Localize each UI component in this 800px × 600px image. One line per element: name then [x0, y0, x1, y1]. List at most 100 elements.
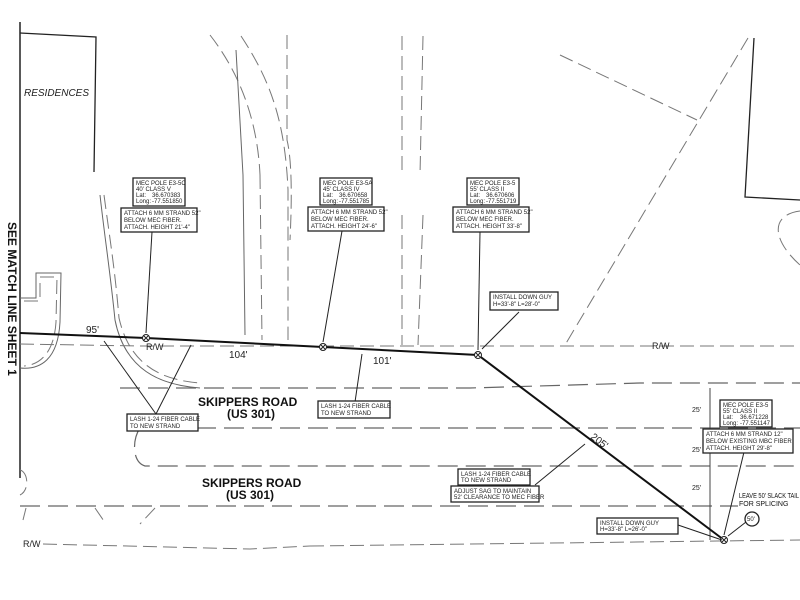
svg-text:Long:-77.551147: Long:-77.551147	[723, 421, 771, 427]
span-label-1: 95'	[86, 325, 99, 336]
down-guy-2-line-2: H=33'-8" L=26'-0"	[600, 527, 647, 533]
pole-2-long: -77.551785	[339, 199, 370, 205]
road-route-1: (US 301)	[227, 407, 275, 421]
pole-1-long-label: Long:	[136, 199, 151, 205]
span-label-2: 104'	[229, 350, 248, 361]
pole-1-lat-label: Lat:	[136, 193, 146, 199]
pole-1-attach-1: ATTACH 6 MM STRAND 52"	[124, 211, 201, 217]
pole-1-attach-3: ATTACH. HEIGHT 21'-4"	[124, 225, 190, 231]
span-label-4: 205'	[588, 432, 610, 452]
svg-text:Lat:36.670383: Lat: 36.670383	[136, 193, 181, 199]
curb-arc-dash	[103, 194, 201, 384]
pole-1-attach-2: BELOW MEC FIBER.	[124, 218, 182, 224]
residence-building	[19, 32, 97, 173]
road-name-2: SKIPPERS ROAD	[202, 476, 302, 490]
road-edge-north	[120, 382, 800, 389]
svg-text:Lat:36.671228: Lat:36.671228	[723, 415, 769, 421]
down-guy-1-line-1: INSTALL DOWN GUY	[493, 295, 552, 301]
pole-3-long-label: Long:	[470, 199, 485, 205]
offset-label-2: 25'	[692, 447, 701, 454]
sag-note-line-2: 52' CLEARANCE TO MEC FIBER	[454, 495, 545, 501]
pole-marker-1[interactable]	[142, 334, 150, 342]
pole-2-attach-box	[307, 206, 385, 232]
slack-qty-marker	[744, 511, 760, 527]
svg-text:Lat:36.670606: Lat: 36.670606	[470, 193, 515, 199]
rw-line-upper	[19, 343, 800, 347]
pole-4-long-label: Long:	[723, 421, 738, 427]
pole-2-lat: 36.670658	[339, 193, 368, 199]
pole-2-attach-3: ATTACH. HEIGHT 24'-6"	[311, 224, 377, 230]
rw-label-lower: R/W	[23, 539, 41, 549]
pole-4-lat: 36.671228	[740, 415, 769, 421]
pole-1-lat: 36.670383	[152, 193, 181, 199]
rw-label-upper-2: R/W	[652, 341, 670, 351]
drive-edge	[209, 34, 261, 176]
lash-note-2-line-2: TO NEW STRAND	[321, 411, 372, 417]
lash-note-1-line-2: TO NEW STRAND	[130, 424, 181, 430]
down-guy-2-line-1: INSTALL DOWN GUY	[600, 521, 659, 527]
pole-2-class: 45' CLASS IV	[323, 187, 360, 193]
pole-3-info-box	[466, 177, 520, 206]
pole-2-info-box	[319, 177, 373, 206]
slack-note-line-1: LEAVE 50' SLACK TAIL	[739, 493, 799, 500]
residences-label: RESIDENCES	[24, 88, 89, 99]
pole-4-info-box	[719, 399, 773, 428]
lash-note-1	[126, 413, 199, 432]
lash-note-2	[317, 400, 391, 419]
down-guy-1-line-2: H=33'-8" L=28'-0"	[493, 302, 540, 308]
pole-3-attach-3: ATTACH. HEIGHT 33'-8"	[456, 224, 522, 230]
rw-label-upper-1: R/W	[146, 342, 164, 352]
pole-1-class: 40' CLASS V	[136, 187, 171, 193]
pole-1-id: MEC POLE E3-5C	[136, 181, 186, 187]
road-name-1: SKIPPERS ROAD	[198, 395, 298, 409]
match-line-label: SEE MATCH LINE SHEET 1	[5, 222, 19, 376]
pole-1-long: -77.551850	[152, 199, 183, 205]
curb-right	[777, 210, 800, 266]
pole-3-lat: 36.670606	[486, 193, 515, 199]
sag-note-line-1: ADJUST SAG TO MAINTAIN	[454, 489, 531, 495]
drive-edge	[240, 35, 289, 340]
lash-note-2-line-1: LASH 1-24 FIBER CABLE	[321, 404, 391, 410]
span-label-3: 101'	[373, 356, 392, 367]
pole-2-id: MEC POLE E3-5A	[323, 181, 372, 187]
leader-lines	[103, 230, 747, 541]
drive-edge	[259, 174, 263, 341]
slack-qty: 50'	[747, 517, 755, 523]
pole-3-lat-label: Lat:	[470, 193, 480, 199]
pole-2-attach-1: ATTACH 6 MM STRAND 52"	[311, 210, 388, 216]
pole-marker-2[interactable]	[319, 343, 327, 351]
pole-3-class: 55' CLASS II	[470, 187, 504, 193]
property-line	[564, 37, 749, 346]
svg-text:Lat:36.670658: Lat: 36.670658	[323, 193, 368, 199]
pole-marker-3[interactable]	[474, 351, 482, 359]
driveway-left	[19, 272, 62, 369]
curb-small	[19, 469, 28, 496]
svg-text:Long:-77.551719: Long:-77.551719	[470, 199, 517, 205]
driveway-south	[22, 507, 156, 525]
building-right	[744, 37, 800, 201]
rw-line-lower	[42, 539, 800, 550]
pole-3-attach-box	[452, 206, 530, 233]
fiber-strand	[19, 332, 725, 541]
offset-label-1: 25'	[692, 407, 701, 414]
slack-note-backing	[738, 490, 800, 508]
pole-4-id: MEC POLE E3-5	[723, 403, 769, 409]
pole-2-lat-label: Lat:	[323, 193, 333, 199]
pole-4-attach-1: ATTACH 6 MM STRAND 12"	[706, 432, 783, 438]
pole-1-info-box	[132, 177, 186, 207]
road-median	[134, 427, 800, 467]
pole-3-id: MEC POLE E3-5	[470, 181, 516, 187]
pole-3-attach-1: ATTACH 6 MM STRAND 52"	[456, 210, 533, 216]
pole-4-attach-2: BELOW EXISTING MBC FIBER	[706, 439, 792, 445]
curb-arc	[99, 194, 201, 389]
offset-label-3: 25'	[692, 485, 701, 492]
lash-note-3-line-1: LASH 1-24 FIBER CABLE	[461, 472, 531, 478]
lash-note-1-line-1: LASH 1-24 FIBER CABLE	[130, 417, 200, 423]
pole-4-attach-box	[702, 428, 794, 454]
sag-note	[450, 485, 540, 503]
down-guy-2-note	[596, 517, 679, 535]
drive-edge	[235, 49, 246, 336]
road-route-2: (US 301)	[226, 488, 274, 502]
drive-edge	[417, 214, 424, 346]
